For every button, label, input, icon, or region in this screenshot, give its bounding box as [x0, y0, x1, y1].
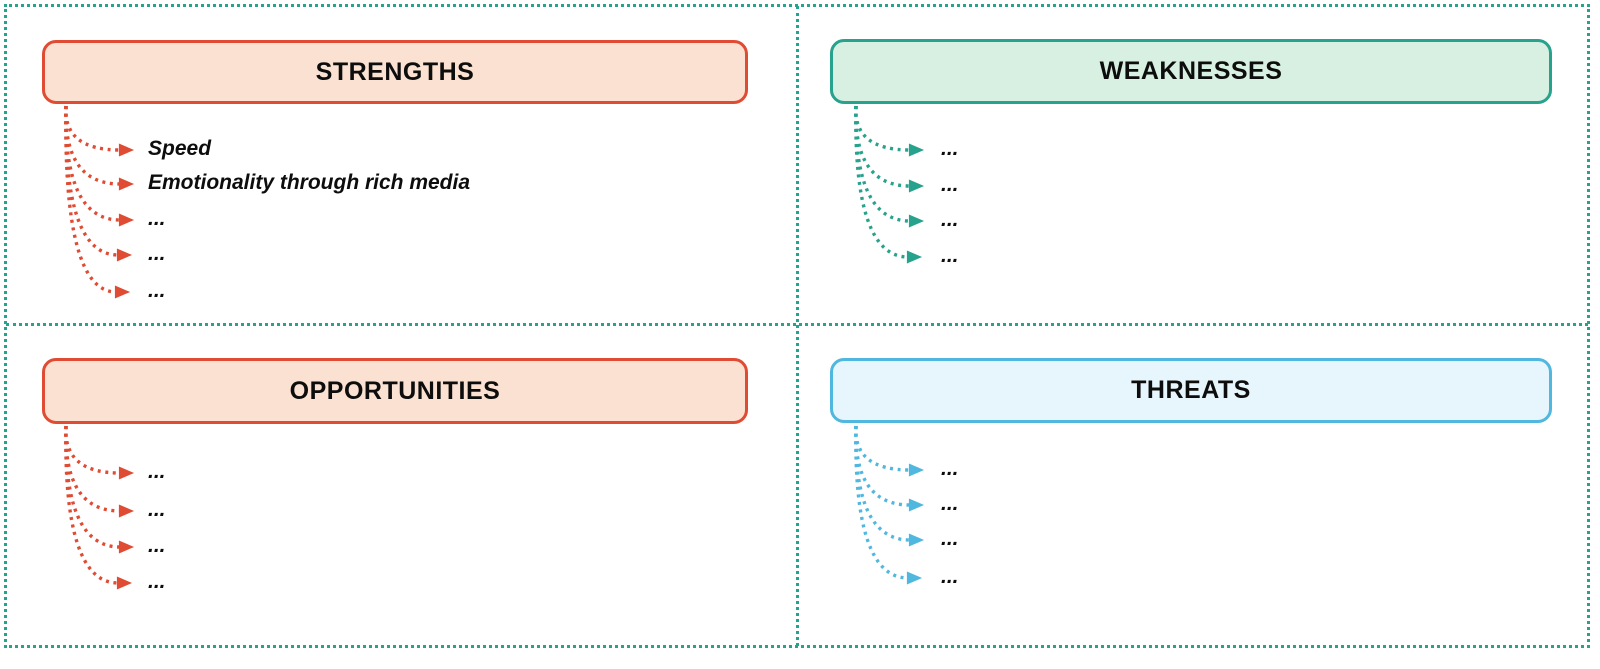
strengths-item: ... [148, 207, 166, 230]
strengths-arrows [64, 105, 135, 299]
connector-arrow [854, 425, 925, 512]
threats-header: THREATS [830, 358, 1552, 423]
diagram-frame-border [4, 4, 1590, 648]
opportunities-arrows [64, 425, 135, 590]
weaknesses-item: ... [941, 173, 959, 196]
weaknesses-item: ... [941, 244, 959, 267]
opportunities-item: ... [148, 460, 166, 483]
opportunities-header: OPPORTUNITIES [42, 358, 748, 424]
threats-arrows [854, 425, 925, 585]
quadrant-divider-vertical [796, 6, 799, 646]
connector-arrow [854, 425, 925, 477]
opportunities-title: OPPORTUNITIES [289, 376, 501, 405]
weaknesses-item: ... [941, 137, 959, 160]
connector-arrow [64, 425, 135, 554]
connector-arrow [854, 105, 923, 264]
weaknesses-header: WEAKNESSES [830, 39, 1552, 104]
opportunities-item: ... [148, 570, 166, 593]
threats-item: ... [941, 565, 959, 588]
threats-item: ... [941, 527, 959, 550]
weaknesses-title: WEAKNESSES [1099, 57, 1283, 85]
weaknesses-arrows [854, 105, 925, 264]
strengths-title: STRENGTHS [315, 57, 475, 86]
strengths-item: Emotionality through rich media [148, 171, 471, 194]
threats-item: ... [941, 457, 959, 480]
connector-arrow [854, 425, 925, 547]
opportunities-item: ... [148, 534, 166, 557]
connector-arrow [854, 425, 923, 585]
strengths-item: ... [148, 242, 166, 265]
threats-item: ... [941, 492, 959, 515]
strengths-item: Speed [148, 137, 212, 160]
threats-title: THREATS [1131, 376, 1251, 404]
opportunities-item: ... [148, 498, 166, 521]
weaknesses-item: ... [941, 208, 959, 231]
strengths-header: STRENGTHS [42, 40, 748, 104]
quadrant-divider-horizontal [6, 323, 1588, 326]
strengths-item: ... [148, 279, 166, 302]
